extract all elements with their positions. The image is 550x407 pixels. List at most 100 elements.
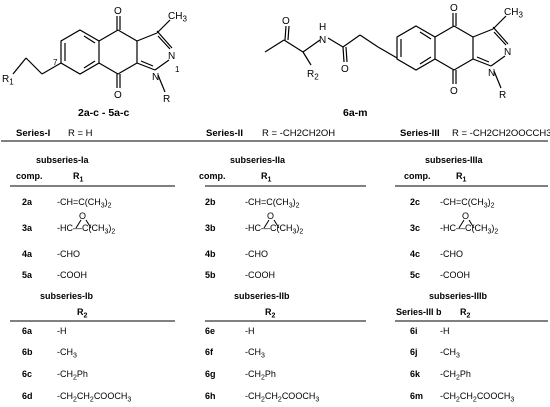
table-row: 6d -CH2​CH2​COOCH3​ bbox=[22, 391, 131, 404]
right-carbonyl-o-top: O bbox=[450, 3, 458, 14]
table-row: 2c-CH=C(CH3​)2​ bbox=[410, 197, 495, 210]
right-compound-label: 6a-m bbox=[343, 107, 368, 119]
epoxide-oxygen: O bbox=[267, 211, 274, 221]
substituent-value: -CH2​Ph bbox=[245, 369, 276, 382]
right-carbonyl-o-bottom: O bbox=[450, 86, 458, 97]
right-n-lower: N bbox=[488, 68, 495, 79]
substituent-value: -CHO bbox=[440, 249, 463, 259]
substituent-value: -HC—C(CH3​)2​ bbox=[57, 223, 115, 236]
substituent-value: -COOH bbox=[57, 270, 87, 280]
substituent-value: -CH2​Ph bbox=[57, 369, 88, 382]
left-methyl-label: CH3​ bbox=[168, 11, 187, 24]
series-3-r-def: R = -CH2CH2OOCCH3 bbox=[452, 128, 550, 139]
series-table-3: subseries-IIIacomp.R1​2c-CH=C(CH3​)2​3cO… bbox=[395, 155, 548, 404]
table-row: 6m -CH2​CH2​COOCH3​ bbox=[410, 391, 514, 404]
right-methyl-label: CH3​ bbox=[504, 7, 523, 20]
compound-id: 4a bbox=[22, 249, 33, 259]
left-structure-labels: O O CH3​ N N 1 7 R R1​ 2a-c - 5a-c bbox=[2, 6, 187, 119]
subseries-a-col-r: R1​ bbox=[456, 171, 467, 184]
compound-id: 5c bbox=[410, 270, 420, 280]
subseries-b-col-r: R2​ bbox=[77, 307, 88, 320]
left-compound-label: 2a-c - 5a-c bbox=[78, 107, 130, 119]
substituent-value: -CH=C(CH3​)2​ bbox=[245, 197, 300, 210]
compound-id: 6b bbox=[22, 347, 33, 357]
left-benzene-ring bbox=[60, 29, 100, 75]
epoxide-bond-right bbox=[273, 219, 280, 229]
substituent-value: -HC—C(CH3​)2​ bbox=[245, 223, 303, 236]
series-table-2: subseries-IIacomp.R1​2b-CH=C(CH3​)2​3bO-… bbox=[199, 155, 366, 404]
right-n-substituent: R bbox=[499, 90, 506, 101]
table-row: 5c -COOH bbox=[410, 270, 470, 280]
left-carbonyl-o-bottom: O bbox=[114, 90, 122, 101]
substituent-value: -CH2​CH2​COOCH3​ bbox=[57, 391, 131, 404]
table-row: 6b-CH3​ bbox=[22, 347, 77, 360]
subseries-a-col-comp: comp. bbox=[199, 171, 226, 181]
compound-id: 2c bbox=[410, 197, 420, 207]
substituent-value: -CHO bbox=[57, 249, 80, 259]
series-tables: subseries-Iacomp.R1​2a-CH=C(CH3​)2​3aO-H… bbox=[10, 155, 548, 404]
epoxide-oxygen: O bbox=[462, 211, 469, 221]
right-structure-labels: O H N O R2​ O O CH3​ N N R 6a-m bbox=[282, 3, 523, 119]
left-locant-1: 1 bbox=[175, 65, 180, 74]
subseries-b-title: subseries-Ib bbox=[40, 291, 94, 301]
substituent-value: -H bbox=[57, 326, 67, 336]
compound-id: 3c bbox=[410, 223, 420, 233]
right-ester-o: O bbox=[282, 16, 290, 27]
epoxide-bond-left bbox=[263, 219, 270, 229]
subseries-b-col-comp: Series-III b bbox=[396, 307, 442, 317]
compound-id: 3b bbox=[205, 223, 216, 233]
left-side-r1: R1​ bbox=[2, 74, 14, 87]
left-locant-7: 7 bbox=[53, 58, 58, 67]
table-row: 2a-CH=C(CH3​)2​ bbox=[22, 197, 112, 210]
compound-id: 6k bbox=[410, 369, 421, 379]
subseries-b-col-r: R2​ bbox=[460, 307, 471, 320]
epoxide-bond-left bbox=[458, 219, 465, 229]
compound-id: 5a bbox=[22, 270, 33, 280]
compound-id: 4b bbox=[205, 249, 216, 259]
subseries-b-title: subseries-IIIb bbox=[429, 291, 488, 301]
right-amide-o: O bbox=[341, 64, 349, 75]
left-structure bbox=[12, 16, 173, 93]
substituent-value: -CH3​ bbox=[245, 347, 265, 360]
series-2-r-def: R = -CH2CH2OH bbox=[262, 128, 335, 139]
series-3-title: Series-III bbox=[400, 128, 440, 139]
compound-id: 6d bbox=[22, 391, 33, 401]
right-amide-h: H bbox=[319, 22, 326, 33]
table-row: 6j-CH3​ bbox=[410, 347, 460, 360]
left-n-substituent: R bbox=[163, 94, 170, 105]
substituent-value: -CH2​CH2​COOCH3​ bbox=[245, 391, 319, 404]
compound-id: 6i bbox=[410, 326, 418, 336]
left-carbonyl-o-top: O bbox=[114, 6, 122, 17]
compound-id: 6a bbox=[22, 326, 33, 336]
table-row: 6a -H bbox=[22, 326, 67, 336]
substituent-value: -H bbox=[245, 326, 255, 336]
compound-id: 6f bbox=[205, 347, 214, 357]
substituent-value: -CH2​CH2​COOCH3​ bbox=[440, 391, 514, 404]
substituent-value: -CHO bbox=[245, 249, 268, 259]
right-n-upper: N bbox=[504, 47, 511, 58]
compound-id: 2a bbox=[22, 197, 33, 207]
subseries-a-col-comp: comp. bbox=[404, 171, 431, 181]
table-row: 4c-CHO bbox=[410, 249, 463, 259]
right-r2: R2​ bbox=[307, 69, 319, 82]
table-row: 6c-CH2​Ph bbox=[22, 369, 88, 382]
epoxide-bond-left bbox=[75, 219, 82, 229]
table-row: 4a -CHO bbox=[22, 249, 80, 259]
compound-id: 6m bbox=[410, 391, 423, 401]
series-table-1: subseries-Ia comp. R1​ 2a-CH=C(CH3​)2​ 3a O -H… bbox=[10, 155, 175, 404]
table-row: 4b -CHO bbox=[205, 249, 268, 259]
right-amide-n: N bbox=[319, 35, 326, 46]
compound-id: 6g bbox=[205, 369, 216, 379]
series-2-title: Series-II bbox=[206, 128, 243, 139]
subseries-a-col-comp: comp. bbox=[16, 171, 43, 181]
substituent-value: -COOH bbox=[440, 270, 470, 280]
substituent-value: -HC—C(CH3​)2​ bbox=[440, 223, 498, 236]
subseries-a-col-r: R1​ bbox=[73, 171, 84, 184]
subseries-a-col-r: R1​ bbox=[261, 171, 272, 184]
series-headers: Series-I R = H Series-II R = -CH2CH2OH S… bbox=[16, 128, 550, 139]
compound-id: 3a bbox=[22, 223, 33, 233]
table-row: 3a O -HC—C(CH3​)2​ bbox=[22, 211, 115, 236]
epoxide-oxygen: O bbox=[79, 211, 86, 221]
subseries-a-title: subseries-Ia bbox=[36, 155, 90, 165]
